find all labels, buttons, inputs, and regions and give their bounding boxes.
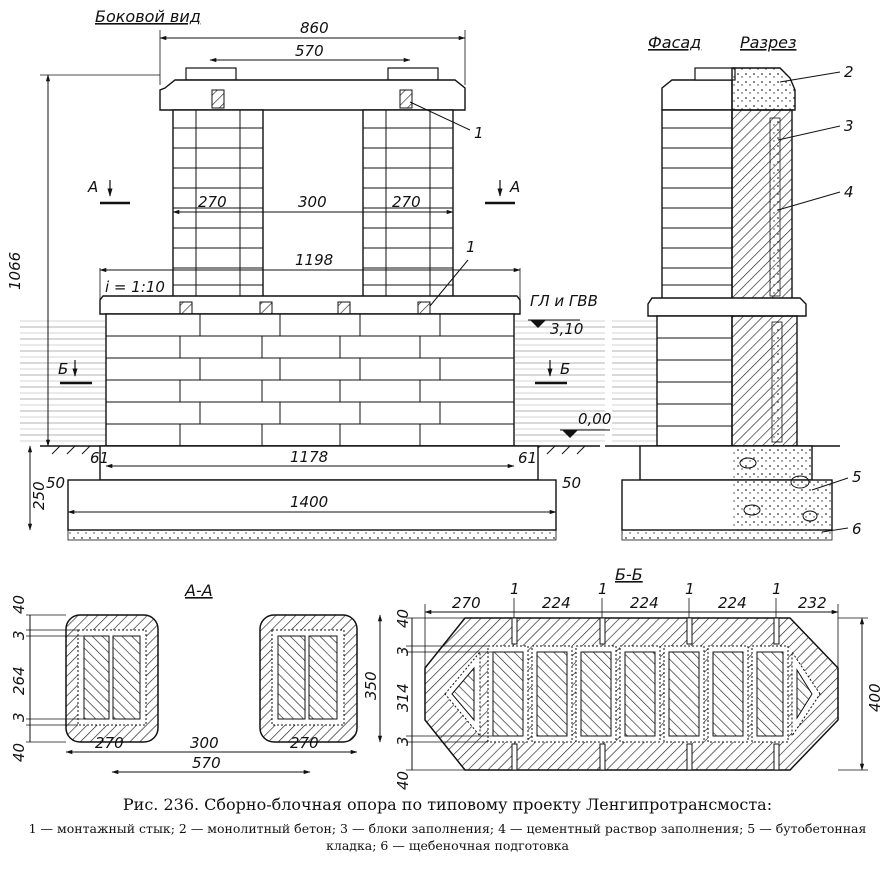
aa-dim-350: 350 bbox=[362, 671, 380, 700]
callout-6: 6 bbox=[852, 520, 862, 538]
aa-dim-40-top: 40 bbox=[10, 595, 28, 614]
dim-860: 860 bbox=[300, 19, 329, 37]
dim-1066: 1066 bbox=[6, 252, 24, 290]
bb-dim-3-a: 3 bbox=[394, 646, 412, 656]
bb-dim-314: 314 bbox=[394, 683, 412, 712]
pier-cap bbox=[159, 79, 466, 111]
section-title: Разрез bbox=[740, 33, 796, 52]
foundation-lower bbox=[67, 479, 557, 531]
side-view: Боковой вид 860 570 bbox=[6, 7, 611, 541]
dim-1198: 1198 bbox=[295, 251, 333, 269]
callout-5: 5 bbox=[852, 468, 862, 486]
bb-joint-1-a: 1 bbox=[510, 580, 520, 598]
caption-title: Рис. 236. Сборно-блочная опора по типово… bbox=[122, 795, 773, 814]
foundation-upper bbox=[99, 445, 539, 481]
pier-drawing: Боковой вид 860 570 bbox=[6, 7, 884, 790]
bb-dim-40-top: 40 bbox=[394, 609, 412, 628]
bearing-left bbox=[185, 67, 237, 81]
aa-dim-270-right: 270 bbox=[290, 734, 319, 752]
level-000: 0,00 bbox=[578, 410, 611, 428]
bb-dim-232: 232 bbox=[798, 594, 827, 612]
dim-50-right: 50 bbox=[562, 474, 581, 492]
bb-dim-224-b: 224 bbox=[630, 594, 659, 612]
bearing-right bbox=[387, 67, 439, 81]
bb-joint-1-c: 1 bbox=[685, 580, 695, 598]
facade-title: Фасад bbox=[648, 33, 701, 52]
cut-b-right: Б bbox=[560, 360, 570, 378]
dim-61-left: 61 bbox=[90, 449, 109, 467]
dim-1400: 1400 bbox=[290, 493, 328, 511]
gravel-bed bbox=[67, 529, 557, 541]
bb-dim-3-b: 3 bbox=[394, 736, 412, 746]
section-bb: Б-Б bbox=[394, 565, 884, 790]
bb-joint-1-d: 1 bbox=[772, 580, 782, 598]
dim-50-left: 50 bbox=[46, 474, 65, 492]
bb-dim-224-a: 224 bbox=[542, 594, 571, 612]
aa-dim-3-a: 3 bbox=[10, 630, 28, 640]
aa-dim-3-b: 3 bbox=[10, 712, 28, 722]
dim-570-top: 570 bbox=[295, 42, 324, 60]
water-level-label: ГЛ и ГВВ bbox=[530, 292, 598, 310]
callout-2: 2 bbox=[844, 63, 854, 81]
dim-250: 250 bbox=[30, 481, 48, 510]
side-view-title: Боковой вид bbox=[95, 7, 201, 26]
bb-dim-224-c: 224 bbox=[718, 594, 747, 612]
cut-a-left: А bbox=[87, 178, 98, 196]
dim-270-left: 270 bbox=[198, 193, 227, 211]
caption-legend: 1 — монтажный стык; 2 — монолитный бетон… bbox=[28, 821, 867, 853]
section-aa: А-А 40 3 264 3 40 270 300 270 570 350 bbox=[10, 581, 383, 775]
dim-1178: 1178 bbox=[290, 448, 328, 466]
bb-dim-40-bottom: 40 bbox=[394, 771, 412, 790]
callout-3: 3 bbox=[844, 117, 854, 135]
bb-chambers bbox=[487, 645, 789, 743]
facade-section-view: Фасад Разрез bbox=[605, 33, 862, 541]
joint-cap-right bbox=[399, 89, 413, 109]
aa-dim-40-bottom: 40 bbox=[10, 743, 28, 762]
lower-body bbox=[105, 313, 515, 447]
aa-dim-570: 570 bbox=[192, 754, 221, 772]
joint-cap-left bbox=[211, 89, 225, 109]
callout-1-ledge: 1 bbox=[466, 238, 476, 256]
dim-270-right: 270 bbox=[392, 193, 421, 211]
figure-caption: Рис. 236. Сборно-блочная опора по типово… bbox=[0, 794, 895, 854]
ledge-slab bbox=[99, 295, 521, 315]
level-310: 3,10 bbox=[550, 320, 583, 338]
cut-b-left: Б bbox=[58, 360, 68, 378]
aa-dim-300: 300 bbox=[190, 734, 219, 752]
section-aa-title: А-А bbox=[184, 581, 213, 600]
dim-61-right: 61 bbox=[518, 449, 537, 467]
aa-dim-270-left: 270 bbox=[95, 734, 124, 752]
bb-dim-270: 270 bbox=[452, 594, 481, 612]
aa-dim-264: 264 bbox=[10, 666, 28, 695]
cut-a-right: А bbox=[509, 178, 520, 196]
bb-joint-1-b: 1 bbox=[598, 580, 608, 598]
bb-dim-400: 400 bbox=[866, 683, 884, 712]
callout-4: 4 bbox=[844, 183, 854, 201]
slope-label: i = 1:10 bbox=[105, 278, 165, 296]
callout-1-top: 1 bbox=[474, 124, 484, 142]
section-bb-title: Б-Б bbox=[615, 565, 643, 584]
dim-300: 300 bbox=[298, 193, 327, 211]
